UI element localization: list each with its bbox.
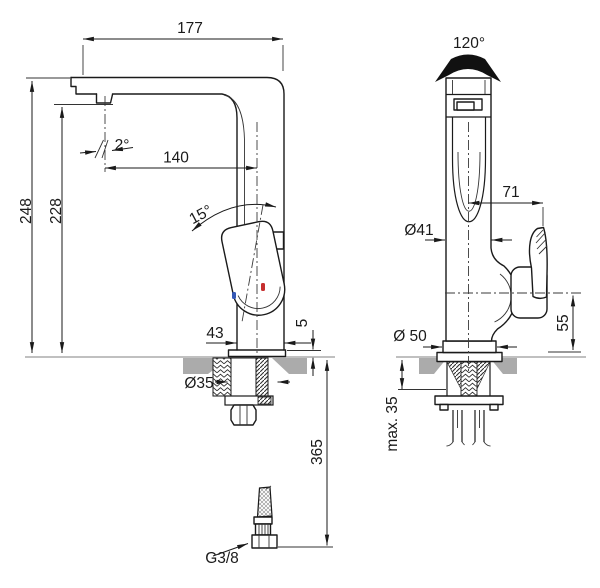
leader-line xyxy=(212,543,249,557)
hose-nut xyxy=(251,534,278,549)
hose-collar xyxy=(253,516,273,525)
threaded-stud-threads xyxy=(213,358,231,396)
dim-base-plate: 5 xyxy=(287,319,321,376)
dim-deck-max-label: max. 35 xyxy=(384,396,401,451)
dim-handle-height-label: 55 xyxy=(555,314,572,331)
dim-handle-offset-label: 71 xyxy=(502,184,519,201)
spout-inner-edge xyxy=(111,93,238,351)
bracket-tab-left xyxy=(439,403,449,411)
dim-total-height-label: 248 xyxy=(18,198,35,224)
dim-shank-diameter-label: Ø35 xyxy=(184,375,213,392)
mounting-nut-facets xyxy=(239,405,248,425)
dim-below-deck-label: 365 xyxy=(309,439,326,465)
clamp-bracket-hatch xyxy=(257,396,272,405)
dim-outlet-height: 228 xyxy=(48,104,113,353)
dim-swivel: 120° xyxy=(435,35,501,82)
side-counter-section xyxy=(25,356,335,374)
dim-total-height: 248 xyxy=(18,77,70,353)
shank-sides xyxy=(446,362,491,396)
dim-swivel-label: 120° xyxy=(453,35,485,52)
dim-body-width-label: 43 xyxy=(206,325,223,342)
dim-thread: G3/8 xyxy=(205,543,249,567)
dim-spout-reach-label: 140 xyxy=(163,150,189,167)
front-lever xyxy=(528,226,548,300)
aerator-insert xyxy=(456,101,475,111)
dim-outlet-height-label: 228 xyxy=(48,198,65,224)
dim-body-width: 43 xyxy=(206,325,311,346)
dim-total-reach-label: 177 xyxy=(177,20,203,37)
side-base-plate xyxy=(227,349,287,358)
dim-handle-height: 55 xyxy=(548,295,581,353)
spout-tube-inner-u xyxy=(457,151,481,212)
cap-inner-lines xyxy=(452,80,486,94)
shank-body xyxy=(230,357,257,397)
braided-hose xyxy=(256,486,273,518)
bracket-tab-right xyxy=(489,403,499,411)
dim-base-diameter-label: Ø 50 xyxy=(393,328,427,345)
spout-far-edge xyxy=(223,94,245,224)
threaded-rod xyxy=(460,361,478,397)
spout-outlet xyxy=(95,93,114,104)
hot-indicator xyxy=(261,283,265,291)
dim-spout-angle-label: 2° xyxy=(115,137,130,154)
side-view: 177 248 228 2° 140 15° xyxy=(18,20,335,567)
dim-handle-offset: 71 xyxy=(468,184,544,226)
dim-below-deck: 365 xyxy=(278,360,333,548)
lever-tip-hatch xyxy=(535,229,548,255)
prong-details xyxy=(446,410,491,447)
handle-grip-inner-arc xyxy=(237,286,281,310)
spout-end-cap xyxy=(70,76,98,95)
clamp-bracket xyxy=(434,395,504,406)
dim-body-diameter: Ø41 xyxy=(404,222,512,243)
dim-total-reach: 177 xyxy=(82,20,284,75)
front-undercounter-shank xyxy=(434,361,504,447)
dim-spout-reach: 140 xyxy=(105,150,257,171)
dim-base-plate-label: 5 xyxy=(294,319,311,328)
front-base-flange xyxy=(442,340,497,354)
side-supply-hose xyxy=(251,485,278,549)
dim-spout-angle: 2° xyxy=(79,137,134,159)
hatched-rod xyxy=(255,357,269,397)
hose-nut-facets xyxy=(258,535,270,548)
mounting-nut xyxy=(230,404,257,426)
side-body-outline xyxy=(70,76,285,351)
hose-rib-lines xyxy=(258,524,269,535)
front-base-skirt xyxy=(436,351,503,363)
dim-base-diameter: Ø 50 xyxy=(393,328,517,350)
counter-slab-right xyxy=(272,358,307,374)
dim-body-diameter-label: Ø41 xyxy=(404,222,433,239)
side-undercounter-shank xyxy=(212,357,274,426)
spout-outer-edge xyxy=(70,76,285,351)
hose-tip-line xyxy=(265,485,272,490)
dim-shank-diameter: Ø35 xyxy=(184,375,290,392)
spout-tube-outer-u xyxy=(451,117,487,223)
dim-deck-max: max. 35 xyxy=(384,360,446,452)
cold-indicator xyxy=(232,292,236,299)
front-view: 120° 71 Ø41 Ø 50 55 max. 35 xyxy=(384,35,586,452)
swivel-arrow-icon xyxy=(435,54,501,82)
body-section-lines xyxy=(446,93,491,118)
dim-thread-label: G3/8 xyxy=(205,550,239,567)
dim-handle-tilt-label: 15° xyxy=(187,202,216,228)
hose-prongs xyxy=(452,410,485,442)
